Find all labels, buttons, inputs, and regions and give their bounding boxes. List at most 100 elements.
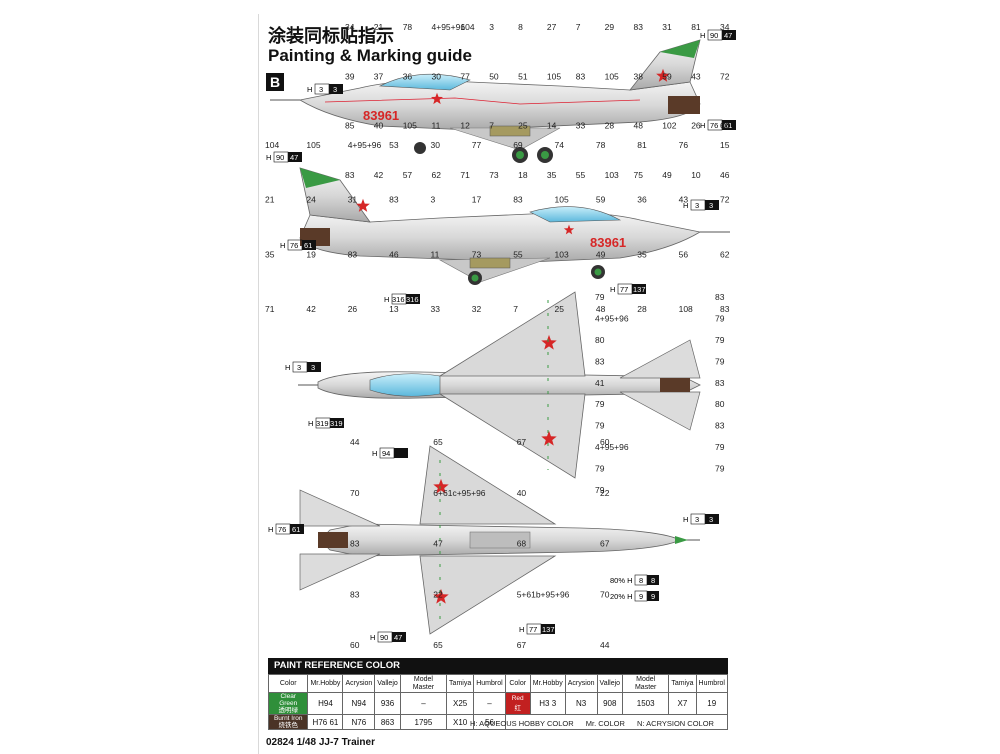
svg-text:90: 90 bbox=[276, 153, 284, 162]
callout-view4: 65 bbox=[433, 437, 443, 447]
legend-mrcolor: Mr. COLOR bbox=[585, 719, 625, 728]
svg-text:H: H bbox=[610, 285, 615, 294]
callout-view4: 44 bbox=[600, 640, 610, 650]
svg-text:H: H bbox=[308, 419, 313, 428]
svg-text:47: 47 bbox=[724, 31, 732, 40]
paint-table-heading: PAINT REFERENCE COLOR bbox=[268, 658, 728, 674]
callout-view4: 70 bbox=[600, 589, 610, 599]
callout-view2: 81 bbox=[637, 140, 647, 150]
callout-view4: 22 bbox=[600, 488, 610, 498]
callout-view3: 4+95+96 bbox=[595, 313, 629, 323]
svg-text:3: 3 bbox=[709, 515, 713, 524]
svg-text:319: 319 bbox=[330, 419, 343, 428]
cell-mrhobby-red: H3 3 bbox=[529, 692, 566, 715]
svg-text:77: 77 bbox=[620, 285, 628, 294]
callout-view2: 3 bbox=[431, 195, 436, 205]
side-view-right: 83961 bbox=[299, 167, 730, 285]
callout-view1: 73 bbox=[489, 170, 499, 180]
section-badge: B bbox=[266, 73, 284, 91]
col-humbrol: Humbrol bbox=[473, 674, 506, 693]
callout-view2: 43 bbox=[679, 195, 689, 205]
svg-text:H: H bbox=[683, 201, 688, 210]
callout-view1: 49 bbox=[662, 170, 672, 180]
callout-view2: 56 bbox=[679, 249, 689, 259]
svg-text:H: H bbox=[372, 449, 377, 458]
callout-view1: 34 bbox=[720, 22, 730, 32]
title-english: Painting & Marking guide bbox=[268, 46, 473, 65]
svg-text:80% H: 80% H bbox=[610, 576, 633, 585]
svg-text:H: H bbox=[683, 515, 688, 524]
callout-view2: 28 bbox=[637, 304, 647, 314]
callout-view3: 79 bbox=[715, 356, 725, 366]
callout-view1: 66 bbox=[720, 121, 730, 131]
color-ref-h77-right: H 77 137 bbox=[610, 283, 646, 295]
col-vallejo: Vallejo bbox=[374, 674, 401, 693]
callout-view1: 78 bbox=[403, 22, 413, 32]
callout-view4: 67 bbox=[600, 539, 610, 549]
callout-view2: 36 bbox=[637, 195, 647, 205]
svg-text:H: H bbox=[700, 31, 705, 40]
callout-view2: 7 bbox=[513, 304, 518, 314]
svg-text:3: 3 bbox=[319, 85, 323, 94]
callout-view2: 53 bbox=[389, 140, 399, 150]
callout-view1: 4+95+96 bbox=[432, 22, 466, 32]
callout-view2: 108 bbox=[679, 304, 693, 314]
page-margin-rule bbox=[258, 14, 259, 754]
callout-view1: 39 bbox=[345, 71, 355, 81]
callout-view2: 13 bbox=[389, 304, 399, 314]
callout-view4: 6+61c+95+96 bbox=[433, 488, 486, 498]
cell-vallejo: 863 bbox=[374, 714, 401, 730]
callout-view1: 105 bbox=[605, 71, 619, 81]
callout-view1: 34 bbox=[345, 22, 355, 32]
callout-view4: 22 bbox=[433, 589, 443, 599]
svg-text:137: 137 bbox=[633, 285, 646, 294]
callout-view4: 67 bbox=[517, 640, 527, 650]
callout-view2: 32 bbox=[472, 304, 482, 314]
svg-text:316: 316 bbox=[406, 295, 419, 304]
callout-view1: 11 bbox=[432, 121, 441, 131]
callout-view2: 73 bbox=[472, 249, 482, 259]
callout-view1: 55 bbox=[576, 170, 586, 180]
callout-view1: 72 bbox=[720, 71, 730, 81]
paint-table-header-row: Color Mr.Hobby Acrysion Vallejo Model Ma… bbox=[267, 674, 728, 693]
callout-view3: 83 bbox=[595, 356, 605, 366]
callout-view1: 75 bbox=[634, 170, 644, 180]
cell-humbrol: – bbox=[473, 692, 506, 715]
callout-view2: 11 bbox=[431, 249, 440, 259]
callout-view1: 8 bbox=[518, 22, 523, 32]
callout-view4: 67 bbox=[517, 437, 527, 447]
svg-text:H: H bbox=[519, 625, 524, 634]
svg-text:H: H bbox=[285, 363, 290, 372]
callout-view1: 7 bbox=[576, 22, 581, 32]
cell-acrysion: N76 bbox=[342, 714, 376, 730]
svg-text:H: H bbox=[266, 153, 271, 162]
callout-view1: 103 bbox=[605, 170, 619, 180]
cell-mrhobby: H76 61 bbox=[307, 714, 344, 730]
svg-text:61: 61 bbox=[292, 525, 300, 534]
callout-view2: 24 bbox=[306, 195, 316, 205]
callout-view3: 79 bbox=[715, 313, 725, 323]
top-view bbox=[298, 291, 701, 479]
serial-number-view1: 83961 bbox=[363, 108, 399, 123]
callout-view4: 40 bbox=[517, 488, 527, 498]
callout-view4: 83 bbox=[350, 539, 360, 549]
svg-text:3: 3 bbox=[311, 363, 315, 372]
col-tamiya-2: Tamiya bbox=[668, 674, 697, 693]
callout-view2: 103 bbox=[555, 249, 569, 259]
callout-view4: 83 bbox=[350, 589, 360, 599]
paint-reference-table: PAINT REFERENCE COLOR Color Mr.Hobby Acr… bbox=[267, 658, 729, 730]
callout-view1: 29 bbox=[605, 22, 615, 32]
cell-mrhobby: H94 bbox=[307, 692, 344, 715]
svg-text:H: H bbox=[268, 525, 273, 534]
callout-view1: 35 bbox=[547, 170, 557, 180]
cell-humbrol-red: 19 bbox=[695, 692, 728, 715]
